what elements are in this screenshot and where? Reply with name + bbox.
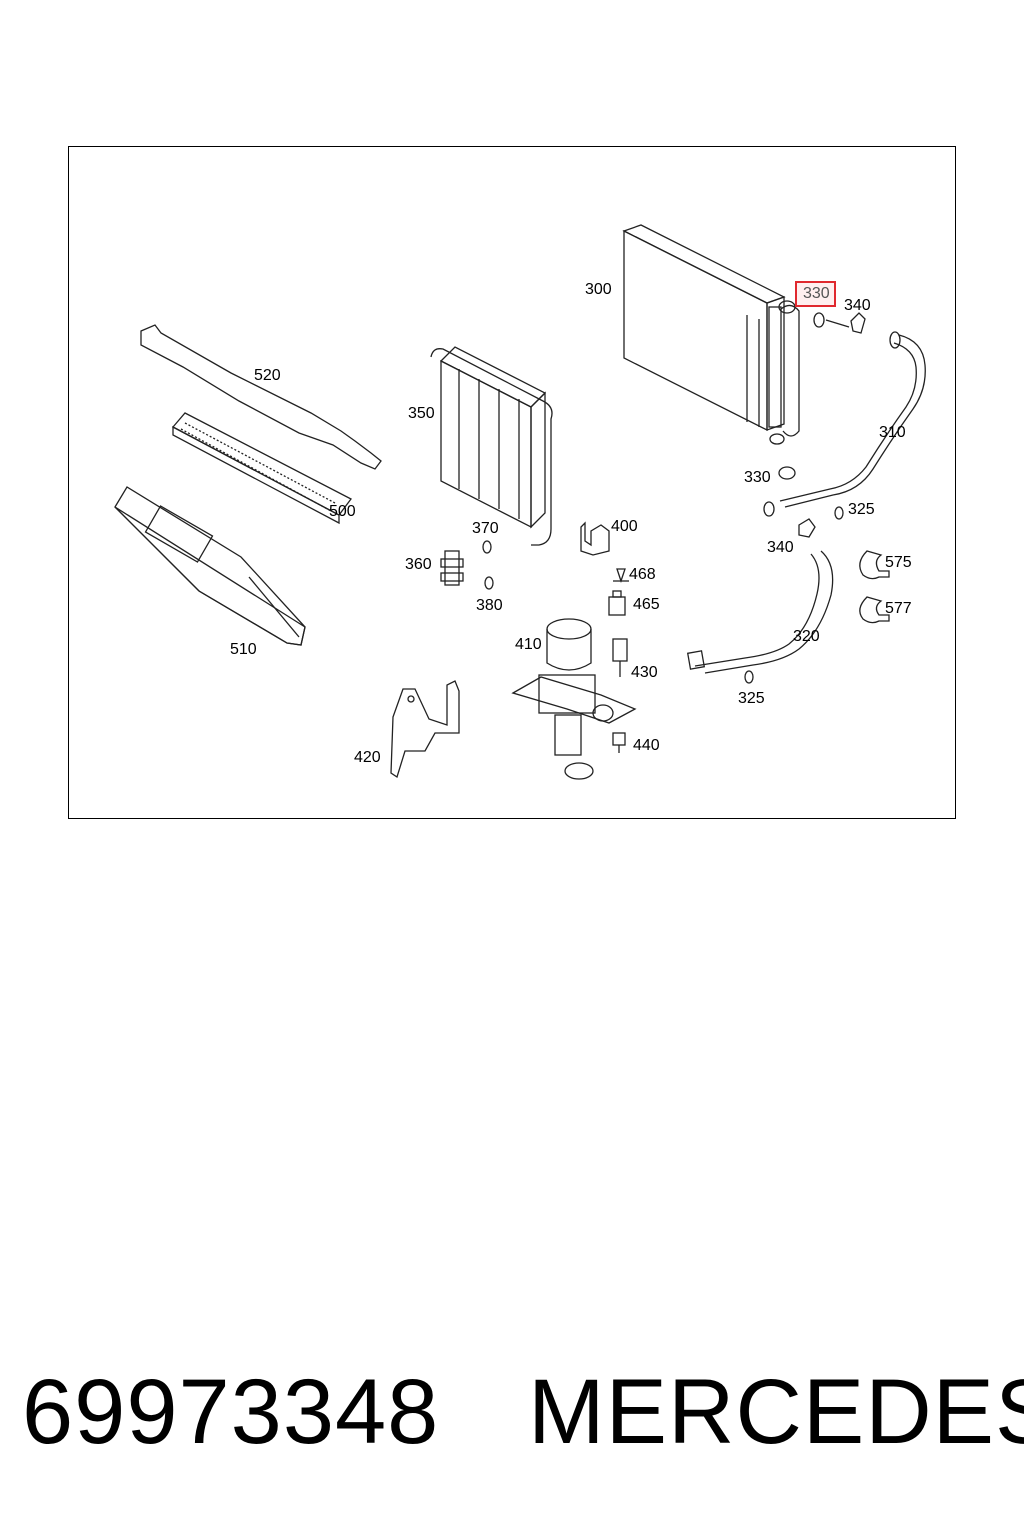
callout-360: 360 bbox=[405, 556, 432, 573]
water-valve-410 bbox=[511, 618, 637, 780]
sensor-468 bbox=[613, 568, 629, 584]
sensor-430 bbox=[612, 638, 628, 677]
seal-ring-370-380 bbox=[482, 540, 494, 590]
callout-340-lower: 340 bbox=[767, 539, 794, 556]
filter-500 bbox=[171, 412, 352, 525]
sensor-440 bbox=[612, 732, 626, 753]
clamp-575 bbox=[859, 550, 890, 580]
part-number: 69973348 bbox=[22, 1361, 440, 1463]
clamp-577 bbox=[859, 596, 890, 624]
callout-520: 520 bbox=[254, 367, 281, 384]
callout-300: 300 bbox=[585, 281, 612, 298]
callout-577: 577 bbox=[885, 600, 912, 617]
clip-340 bbox=[798, 312, 866, 538]
evaporator-350 bbox=[430, 346, 553, 546]
callout-468: 468 bbox=[629, 566, 656, 583]
pipe-320 bbox=[686, 550, 834, 674]
diagram-drawing bbox=[114, 224, 926, 780]
callout-330-highlighted[interactable]: 330 bbox=[795, 281, 836, 307]
callout-510: 510 bbox=[230, 641, 257, 658]
seal-ring-330 bbox=[744, 312, 844, 684]
sensor-465 bbox=[608, 590, 626, 616]
callout-325-upper: 325 bbox=[848, 501, 875, 518]
callout-500: 500 bbox=[329, 503, 356, 520]
bracket-420 bbox=[390, 680, 460, 779]
callout-465: 465 bbox=[633, 596, 660, 613]
bracket-520 bbox=[140, 324, 382, 470]
callout-330-lower: 330 bbox=[744, 469, 771, 486]
heat-exchanger-300 bbox=[622, 224, 800, 445]
callout-350: 350 bbox=[408, 405, 435, 422]
filter-housing-510 bbox=[114, 486, 306, 646]
callout-420: 420 bbox=[354, 749, 381, 766]
callout-310: 310 bbox=[879, 424, 906, 441]
callout-400: 400 bbox=[611, 518, 638, 535]
expansion-valve-360 bbox=[440, 550, 464, 586]
callout-370: 370 bbox=[472, 520, 499, 537]
callout-410: 410 bbox=[515, 636, 542, 653]
callout-440: 440 bbox=[633, 737, 660, 754]
brand-name: MERCEDES bbox=[528, 1361, 1024, 1463]
parts-diagram: 300 330 340 310 330 325 340 575 577 320 … bbox=[68, 146, 956, 819]
callout-325-lower: 325 bbox=[738, 690, 765, 707]
callout-320: 320 bbox=[793, 628, 820, 645]
bracket-400 bbox=[580, 521, 610, 556]
callout-380: 380 bbox=[476, 597, 503, 614]
callout-575: 575 bbox=[885, 554, 912, 571]
callout-340-upper: 340 bbox=[844, 297, 871, 314]
callout-430: 430 bbox=[631, 664, 658, 681]
pipe-310 bbox=[763, 331, 926, 517]
